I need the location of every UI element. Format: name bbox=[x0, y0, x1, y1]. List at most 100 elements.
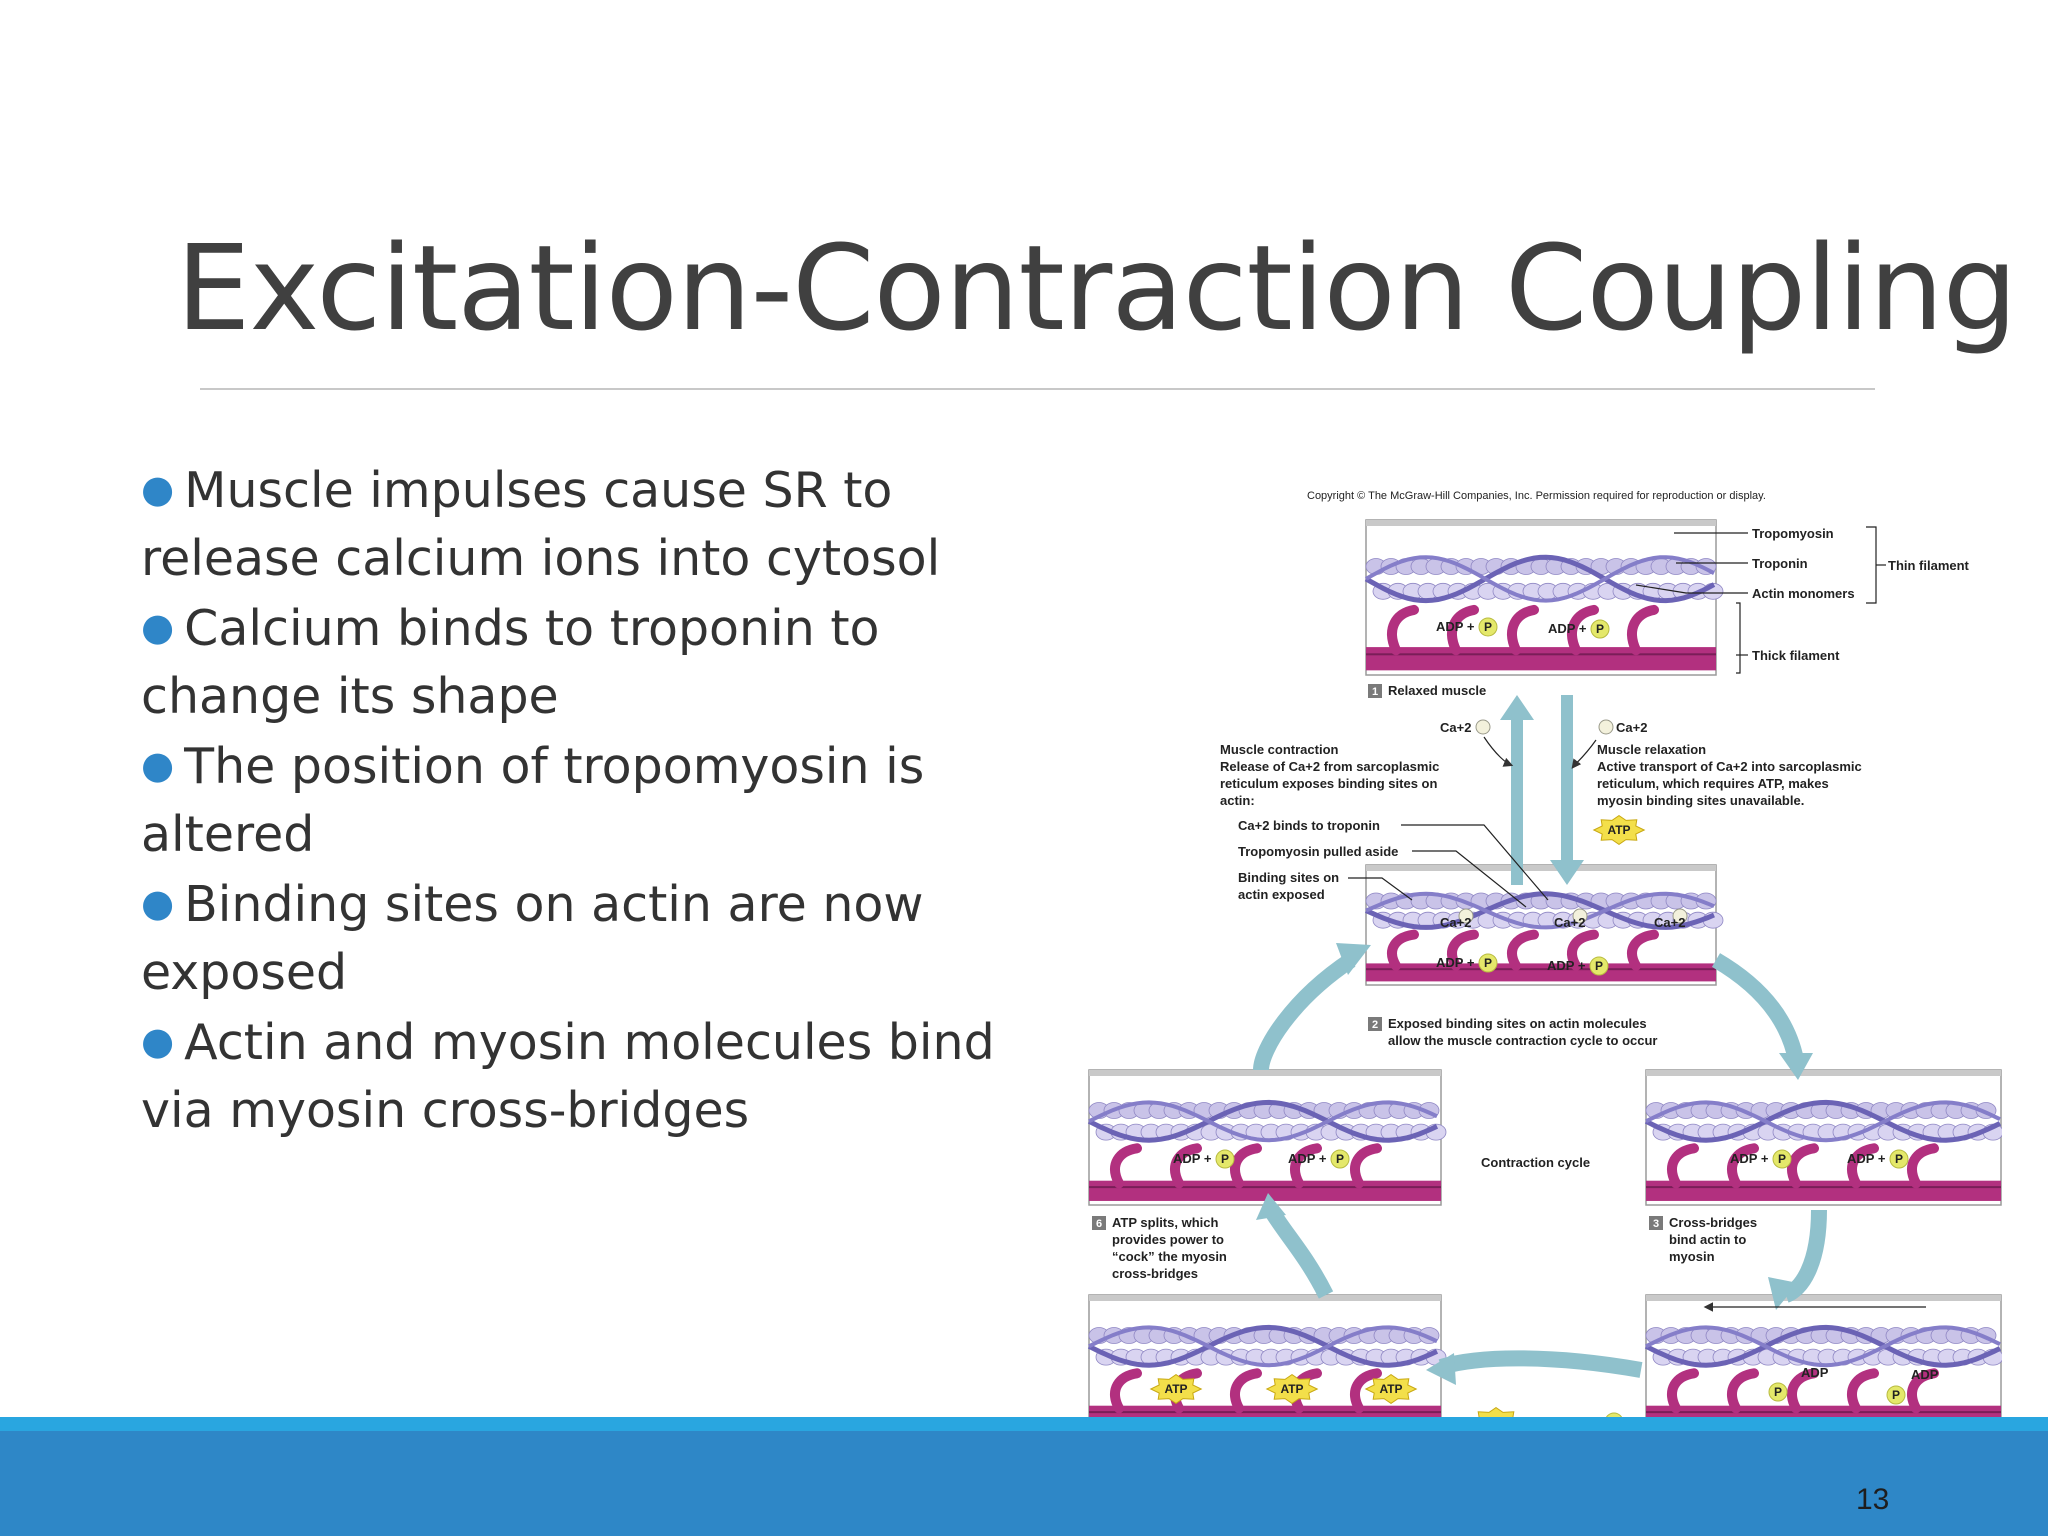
muscle-contraction-text: Release of Ca+2 from sarcoplasmic bbox=[1220, 759, 1439, 774]
muscle-contraction-step: Ca+2 binds to troponin bbox=[1238, 818, 1380, 833]
step-caption: ATP splits, which bbox=[1112, 1215, 1218, 1230]
calcium-uptake-arrow bbox=[1571, 739, 1597, 769]
calcium-label: Ca+2 bbox=[1554, 915, 1585, 930]
bullet-item: ●Muscle impulses cause SR to release cal… bbox=[141, 455, 1001, 593]
footer-accent-bar bbox=[0, 1417, 2048, 1431]
adp-plus-label: ADP + bbox=[1730, 1151, 1769, 1166]
tropomyosin-strand bbox=[1644, 1099, 2002, 1143]
atp-label: ATP bbox=[1379, 1382, 1402, 1396]
contraction-cycle-label: Contraction cycle bbox=[1481, 1155, 1590, 1170]
bullet-text: Muscle impulses cause SR to release calc… bbox=[141, 462, 941, 587]
phosphate-label: P bbox=[1778, 1152, 1786, 1166]
tropomyosin-strand bbox=[1087, 1099, 1439, 1143]
thick-filament-label: Thick filament bbox=[1752, 648, 1840, 663]
phosphate-label: P bbox=[1595, 959, 1603, 973]
myosin-head bbox=[1567, 604, 1599, 656]
adp-plus-label: ADP + bbox=[1436, 955, 1475, 970]
bullet-dot-icon: ● bbox=[141, 743, 175, 787]
slide-title: Excitation-Contraction Coupling bbox=[176, 219, 2018, 357]
calcium-ion bbox=[1672, 908, 1688, 924]
calcium-label: Ca+2 bbox=[1440, 720, 1471, 735]
phosphate-label-circle bbox=[1330, 1149, 1350, 1169]
cycle-arrowhead bbox=[1256, 1193, 1286, 1220]
phosphate-label-circle bbox=[1478, 953, 1498, 973]
bullet-dot-icon: ● bbox=[141, 467, 175, 511]
bullet-dot-icon: ● bbox=[141, 1019, 175, 1063]
phosphate-label: P bbox=[1892, 1388, 1900, 1402]
calcium-ion bbox=[1598, 719, 1614, 735]
panel-power-stroke bbox=[1644, 1294, 2002, 1431]
step-number-box bbox=[1368, 684, 1382, 698]
contraction-cycle-figure: Copyright © The McGraw-Hill Companies, I… bbox=[1086, 475, 2002, 1473]
atp-label: ATP bbox=[1607, 823, 1630, 837]
bullet-item: ●The position of tropomyosin is altered bbox=[141, 731, 1001, 869]
thick-filament-line bbox=[1366, 653, 1716, 656]
adp-plus-label: ADP + bbox=[1436, 619, 1475, 634]
bullet-item: ●Binding sites on actin are now exposed bbox=[141, 869, 1001, 1007]
myosin-head bbox=[1787, 1368, 1819, 1414]
tropomyosin-strand bbox=[1365, 891, 1715, 930]
panel-exposed-binding-sites-frame-top bbox=[1366, 865, 1716, 871]
phosphate-label-circle bbox=[1215, 1149, 1235, 1169]
tropomyosin-label: Tropomyosin bbox=[1752, 526, 1834, 541]
label-leader-line bbox=[1401, 824, 1549, 901]
muscle-relaxation-text: Active transport of Ca+2 into sarcoplasm… bbox=[1597, 759, 1862, 774]
panel-exposed-binding-sites bbox=[1365, 864, 1724, 986]
label-leader-line bbox=[1348, 877, 1413, 901]
phosphate-label-circle bbox=[1772, 1149, 1792, 1169]
panel-cross-bridges-bind bbox=[1644, 1069, 2002, 1206]
bullet-text: The position of tropomyosin is altered bbox=[141, 738, 925, 863]
step-caption: allow the muscle contraction cycle to oc… bbox=[1388, 1033, 1657, 1048]
adp-plus-label: ADP + bbox=[1173, 1151, 1212, 1166]
myosin-head bbox=[1667, 1143, 1699, 1189]
thick-filament-bracket bbox=[1736, 602, 1741, 674]
muscle-contraction-step: Tropomyosin pulled aside bbox=[1238, 844, 1398, 859]
panel-cross-bridges-bind-frame-top bbox=[1646, 1070, 2001, 1076]
atp-burst bbox=[1364, 1373, 1418, 1405]
thick-filament-line bbox=[1089, 1411, 1441, 1414]
tropomyosin-strand bbox=[1087, 1324, 1439, 1368]
calcium-label: Ca+2 bbox=[1616, 720, 1647, 735]
thick-filament-line bbox=[1646, 1411, 2001, 1414]
tropomyosin-strand bbox=[1088, 1325, 1438, 1368]
atp-label: ATP bbox=[1164, 1382, 1187, 1396]
bullet-text: Calcium binds to troponin to change its … bbox=[141, 600, 880, 725]
calcium-release-arrow bbox=[1483, 736, 1514, 767]
step-number: 3 bbox=[1653, 1218, 1659, 1230]
myosin-head bbox=[1847, 1368, 1879, 1414]
panel-power-stroke-frame-top bbox=[1646, 1295, 2001, 1301]
contraction-arrow bbox=[1500, 695, 1534, 885]
cycle-arrow bbox=[1438, 1350, 1643, 1378]
phosphate-label: P bbox=[1336, 1152, 1344, 1166]
myosin-head bbox=[1110, 1368, 1142, 1414]
muscle-contraction-step: actin exposed bbox=[1238, 887, 1325, 902]
adp-plus-label: ADP + bbox=[1548, 621, 1587, 636]
myosin-head bbox=[1170, 1143, 1202, 1189]
step-number-box bbox=[1649, 1216, 1663, 1230]
phosphate-label-circle bbox=[1590, 619, 1610, 639]
phosphate-label: P bbox=[1895, 1152, 1903, 1166]
step-caption: Relaxed muscle bbox=[1388, 683, 1486, 698]
page-number: 13 bbox=[1856, 1483, 1890, 1516]
myosin-head bbox=[1290, 1143, 1322, 1189]
copyright-notice: Copyright © The McGraw-Hill Companies, I… bbox=[1307, 490, 1766, 502]
phosphate-label-circle bbox=[1589, 956, 1609, 976]
bullet-item: ●Actin and myosin molecules bind via myo… bbox=[141, 1007, 1001, 1145]
tropomyosin-strand bbox=[1364, 554, 1716, 604]
thick-filament-line bbox=[1366, 968, 1716, 971]
myosin-head bbox=[1627, 604, 1659, 656]
muscle-relaxation-text: reticulum, which requires ATP, makes bbox=[1597, 776, 1829, 791]
muscle-relaxation-text: myosin binding sites unavailable. bbox=[1597, 793, 1804, 808]
step-caption: myosin bbox=[1669, 1249, 1715, 1264]
step-caption: bind actin to bbox=[1669, 1232, 1746, 1247]
myosin-head bbox=[1787, 1143, 1819, 1189]
muscle-relaxation-heading: Muscle relaxation bbox=[1597, 742, 1706, 757]
thick-filament-line bbox=[1646, 1186, 2001, 1189]
muscle-contraction-heading: Muscle contraction bbox=[1220, 742, 1339, 757]
adp-label: ADP bbox=[1801, 1365, 1829, 1380]
phosphate-label-circle bbox=[1478, 617, 1498, 637]
cycle-arrow bbox=[1711, 953, 1804, 1062]
myosin-head bbox=[1907, 1143, 1939, 1189]
cycle-arrowhead bbox=[1768, 1277, 1798, 1310]
step-number: 6 bbox=[1096, 1218, 1102, 1230]
